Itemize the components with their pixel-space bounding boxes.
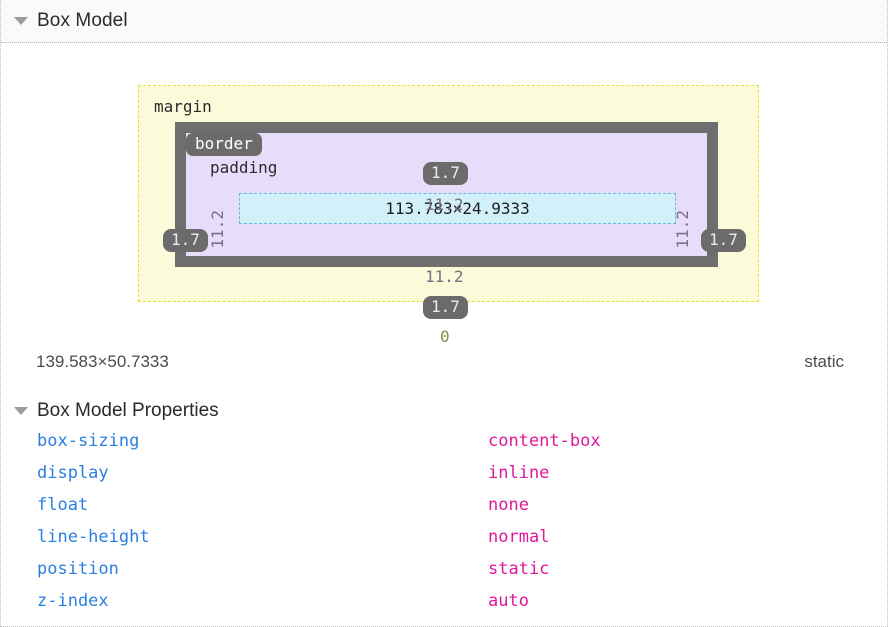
property-row[interactable]: float none: [1, 495, 887, 527]
property-value[interactable]: normal: [488, 527, 550, 547]
content-dimensions: 113.783×24.9333: [385, 199, 530, 218]
padding-label: padding: [210, 158, 278, 177]
property-row[interactable]: box-sizing content-box: [1, 431, 887, 463]
property-name[interactable]: display: [37, 463, 109, 483]
property-value[interactable]: content-box: [488, 431, 601, 451]
border-region[interactable]: border padding 113.783×24.9333: [175, 122, 718, 267]
box-model-properties-header[interactable]: Box Model Properties: [1, 397, 887, 425]
position-value: static: [804, 352, 844, 371]
box-model-diagram: 0 0 0 0 margin border padding 113.783×24…: [1, 43, 887, 346]
margin-bottom-value[interactable]: 0: [440, 327, 450, 346]
box-model-properties-list: box-sizing content-box display inline fl…: [1, 431, 887, 623]
triangle-down-icon[interactable]: [14, 407, 28, 415]
padding-top-value[interactable]: 11.2: [425, 195, 464, 214]
padding-right-value[interactable]: 11.2: [673, 210, 692, 249]
border-top-value[interactable]: 1.7: [423, 162, 468, 186]
property-value[interactable]: inline: [488, 463, 550, 483]
property-name[interactable]: line-height: [37, 527, 150, 547]
padding-bottom-value[interactable]: 11.2: [425, 267, 464, 286]
border-bottom-value[interactable]: 1.7: [423, 296, 468, 320]
content-region[interactable]: 113.783×24.9333: [239, 193, 676, 224]
margin-region[interactable]: margin border padding 113.783×24.9333: [138, 85, 759, 302]
border-label: border: [186, 133, 262, 157]
box-model-header[interactable]: Box Model: [1, 0, 887, 43]
property-row[interactable]: position static: [1, 559, 887, 591]
property-row[interactable]: z-index auto: [1, 591, 887, 623]
totals-row: 139.583×50.7333 static: [1, 352, 887, 392]
padding-left-value[interactable]: 11.2: [208, 210, 227, 249]
property-row[interactable]: line-height normal: [1, 527, 887, 559]
property-row[interactable]: display inline: [1, 463, 887, 495]
property-value[interactable]: static: [488, 559, 550, 579]
property-value[interactable]: auto: [488, 591, 529, 611]
property-value[interactable]: none: [488, 495, 529, 515]
property-name[interactable]: float: [37, 495, 89, 515]
page-title: Box Model: [37, 10, 128, 31]
margin-label: margin: [154, 97, 212, 116]
property-name[interactable]: box-sizing: [37, 431, 140, 451]
total-dimensions: 139.583×50.7333: [36, 352, 169, 371]
triangle-down-icon[interactable]: [14, 17, 28, 25]
border-right-value[interactable]: 1.7: [701, 229, 746, 253]
border-left-value[interactable]: 1.7: [163, 229, 208, 253]
property-name[interactable]: position: [37, 559, 119, 579]
properties-title: Box Model Properties: [37, 400, 219, 421]
property-name[interactable]: z-index: [37, 591, 109, 611]
